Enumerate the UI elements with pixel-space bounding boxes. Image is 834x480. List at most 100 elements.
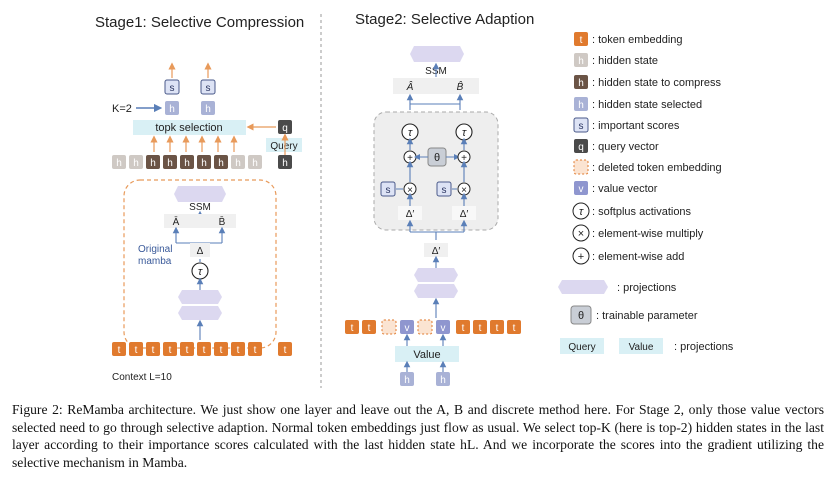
svg-text:Value: Value xyxy=(413,349,440,361)
svg-text:Query: Query xyxy=(270,141,297,152)
svg-text:B̄: B̄ xyxy=(219,215,226,228)
svg-text:h: h xyxy=(184,158,190,169)
svg-text:h: h xyxy=(440,375,446,386)
topk-input-arrows xyxy=(150,135,238,152)
hidden-state-row: h h h h h h h h h h xyxy=(112,155,292,169)
svg-text:q: q xyxy=(282,123,288,134)
svg-text:t: t xyxy=(169,345,172,356)
svg-text:Δ′: Δ′ xyxy=(460,209,469,220)
hidden-selected-box xyxy=(400,372,414,386)
hidden-selected-box xyxy=(165,101,179,115)
stage1-title: Stage1: Selective Compression xyxy=(95,14,304,31)
k-label: K=2 xyxy=(112,103,132,115)
svg-text:Δ: Δ xyxy=(197,246,204,257)
legend-important-scores: : important scores xyxy=(592,120,680,132)
svg-text:h: h xyxy=(578,78,584,89)
score-box xyxy=(436,181,452,197)
value-projection-box xyxy=(395,346,459,362)
ssm-projection-shape xyxy=(174,186,226,202)
svg-text:s: s xyxy=(206,83,211,94)
svg-text:v: v xyxy=(579,184,584,195)
legend-deleted-token: : deleted token embedding xyxy=(592,162,722,174)
score-box xyxy=(164,79,180,95)
svg-text:h: h xyxy=(252,158,258,169)
stage1-panel: Stage1: Selective Compression s s K=2 h … xyxy=(95,14,304,383)
svg-text:t: t xyxy=(135,345,138,356)
svg-text:t: t xyxy=(152,345,155,356)
svg-text:θ: θ xyxy=(434,152,440,164)
hidden-selected-box xyxy=(201,101,215,115)
svg-text:τ: τ xyxy=(462,127,467,139)
stage1-output-scores: s s xyxy=(164,62,216,95)
topk-selection-bar xyxy=(133,120,246,135)
topk-selection-label: topk selection xyxy=(155,122,222,134)
svg-text:t: t xyxy=(513,323,516,334)
svg-text:h: h xyxy=(282,158,288,169)
svg-text:θ: θ xyxy=(578,310,584,322)
svg-text:τ: τ xyxy=(579,206,584,218)
svg-text:Ā: Ā xyxy=(173,216,180,228)
stage2-panel: Stage2: Selective Adaption SSM Â B̂ τ + … xyxy=(345,11,534,386)
svg-text:h: h xyxy=(150,158,156,169)
svg-text:t: t xyxy=(203,345,206,356)
svg-text:h: h xyxy=(169,104,175,115)
svg-text:t: t xyxy=(237,345,240,356)
input-projection-shape xyxy=(178,290,222,304)
stage1-ssm-label: SSM xyxy=(189,202,211,213)
svg-text:Â: Â xyxy=(406,80,414,93)
svg-text:h: h xyxy=(578,100,584,111)
remamba-architecture-diagram: Stage1: Selective Compression s s K=2 h … xyxy=(95,11,734,388)
legend-hidden-compress: : hidden state to compress xyxy=(592,77,722,89)
svg-text:Δ′: Δ′ xyxy=(406,209,415,220)
svg-text:t: t xyxy=(496,323,499,334)
svg-text:v: v xyxy=(441,323,446,334)
svg-text:×: × xyxy=(407,185,413,196)
svg-text:h: h xyxy=(167,158,173,169)
query-vector-box xyxy=(278,120,292,134)
svg-text:s: s xyxy=(442,185,447,196)
context-token-row: t t t t t t t t t t xyxy=(112,342,292,356)
svg-text:t: t xyxy=(186,345,189,356)
context-length-label: Context L=10 xyxy=(112,372,172,383)
svg-text:t: t xyxy=(368,323,371,334)
svg-text:v: v xyxy=(405,323,410,334)
legend-hidden-state: : hidden state xyxy=(592,55,658,67)
svg-text:t: t xyxy=(580,35,583,46)
score-box xyxy=(200,79,216,95)
legend-add: : element-wise add xyxy=(592,251,684,263)
legend-value-vector: : value vector xyxy=(592,183,658,195)
svg-text:h: h xyxy=(201,158,207,169)
svg-text:t: t xyxy=(351,323,354,334)
svg-text:h: h xyxy=(205,104,211,115)
svg-text:s: s xyxy=(579,121,584,132)
svg-text:+: + xyxy=(461,153,467,164)
figure-caption: Figure 2: ReMamba architecture. We just … xyxy=(12,402,824,470)
svg-text:B̂: B̂ xyxy=(457,79,464,93)
legend-softplus: : softplus activations xyxy=(592,206,692,218)
stage2-ssm-projection-shape xyxy=(410,46,464,62)
svg-text:Value: Value xyxy=(629,342,654,353)
svg-text:t: t xyxy=(220,345,223,356)
svg-text:t: t xyxy=(462,323,465,334)
legend-projections: : projections xyxy=(617,282,677,294)
query-projection-box xyxy=(266,138,302,152)
legend-hidden-selected: : hidden state selected xyxy=(592,99,702,111)
svg-text:s: s xyxy=(170,83,175,94)
svg-text:h: h xyxy=(218,158,224,169)
stage2-input-projection-shape xyxy=(414,268,458,282)
legend-query-vector: : query vector xyxy=(592,141,659,153)
svg-text:×: × xyxy=(578,228,584,240)
svg-text:Δ′: Δ′ xyxy=(432,246,441,257)
svg-text:h: h xyxy=(133,158,139,169)
svg-text:τ: τ xyxy=(408,127,413,139)
svg-text:mamba: mamba xyxy=(138,256,172,267)
svg-text:s: s xyxy=(386,185,391,196)
hidden-selected-box xyxy=(436,372,450,386)
svg-text:+: + xyxy=(578,251,584,263)
score-box xyxy=(380,181,396,197)
svg-text:h: h xyxy=(116,158,122,169)
svg-text:t: t xyxy=(254,345,257,356)
legend: t : token embedding h : hidden state h :… xyxy=(558,32,734,354)
svg-text:h: h xyxy=(404,375,410,386)
legend-multiply: : element-wise multiply xyxy=(592,228,704,240)
